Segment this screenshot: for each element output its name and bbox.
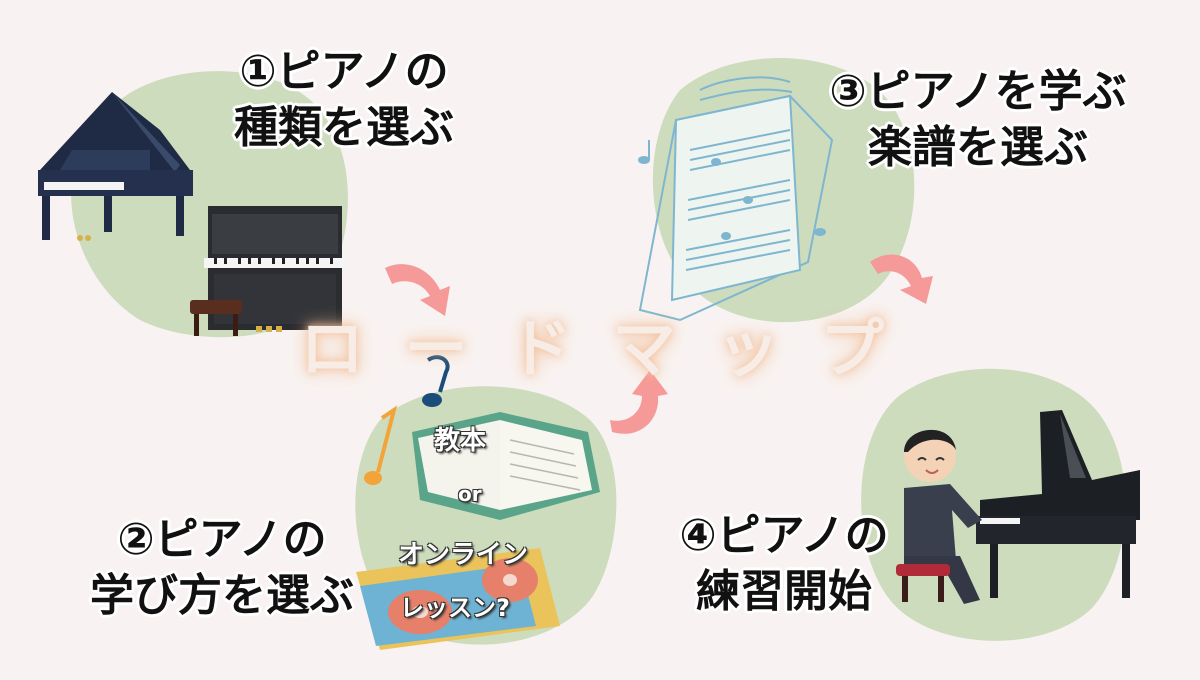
- arrow-icon: [610, 370, 668, 434]
- piano-bench-icon: [190, 300, 242, 336]
- lesson-label: レッスン?: [400, 594, 510, 622]
- step4-title: ④ピアノの 練習開始: [664, 508, 904, 620]
- step2-title-line1: ②ピアノの: [117, 514, 327, 565]
- sheet-music-icon: [638, 76, 834, 322]
- or-label: or: [458, 482, 482, 506]
- step4-title-line2: 練習開始: [696, 566, 872, 617]
- step3-title-line2: 楽譜を選ぶ: [868, 122, 1088, 173]
- step2-title: ②ピアノの 学び方を選ぶ: [72, 512, 372, 624]
- step2-title-line2: 学び方を選ぶ: [90, 570, 354, 621]
- music-note-icon: [364, 355, 450, 485]
- dvd-icon: [356, 548, 560, 650]
- grand-piano-icon: [38, 92, 193, 241]
- arrow-icon: [870, 254, 933, 304]
- online-label: オンライン: [398, 540, 529, 570]
- step3-title-line1: ③ピアノを学ぶ: [829, 66, 1127, 117]
- step1-title-line2: 種類を選ぶ: [234, 102, 454, 153]
- music-note-icon: [638, 140, 826, 240]
- step3-title: ③ピアノを学ぶ 楽譜を選ぶ: [818, 64, 1138, 176]
- step1-title-line1: ①ピアノの: [239, 46, 449, 97]
- roadmap-title: ロードマップ: [300, 313, 924, 387]
- arrow-icon: [385, 264, 450, 316]
- pianist-icon: [896, 410, 1140, 604]
- textbook-label: 教本: [434, 426, 487, 456]
- step1-title: ①ピアノの 種類を選ぶ: [214, 44, 474, 156]
- open-book-icon: [412, 412, 600, 520]
- step4-title-line1: ④ピアノの: [679, 510, 889, 561]
